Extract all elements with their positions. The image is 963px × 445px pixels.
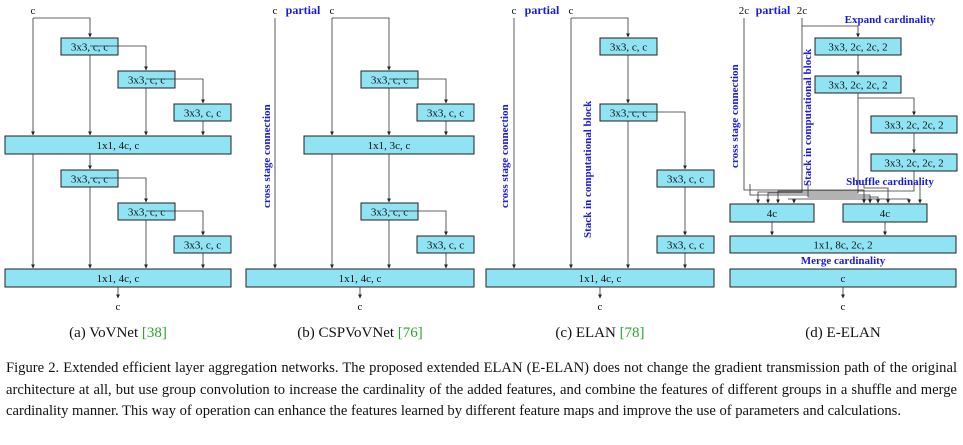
panel-a-box-4 <box>60 169 119 188</box>
panel-a-aggregate-1 <box>4 135 232 155</box>
panel-c-box-1-label: 3x3, c, c <box>610 42 647 54</box>
panel-d-partial-label: partial <box>756 3 791 17</box>
panel-d-box-1-label: 3x3, 2c, 2c, 2 <box>828 42 887 54</box>
panel-d-group-box-1-label: 4c <box>767 208 778 220</box>
panel-b-input-left-label: c <box>273 5 278 17</box>
panel-a-box-2 <box>117 70 176 89</box>
panel-d-input-right-label: 2c <box>797 5 808 17</box>
panel-b-cspvovnet: c partial c cross stage connection 3x3, … <box>245 3 475 341</box>
panel-c-input-left-label: c <box>512 5 517 17</box>
panel-c-box-4-label: 3x3, c, c <box>667 240 704 252</box>
panel-a-aggregate-1-label: 1x1, 4c, c <box>97 140 140 152</box>
panel-d-input-left-label: 2c <box>739 5 750 17</box>
panel-a-input-label: c <box>31 5 36 17</box>
panel-a-caption: (a) VoVNet [38] <box>69 325 167 341</box>
panel-b-box-3-label: 3x3, c, c <box>371 207 408 219</box>
panel-a-box-1-label: 3x3, c, c <box>71 42 108 54</box>
panel-a-box-6 <box>173 235 232 254</box>
panel-d-cross-stage-label: cross stage connection <box>729 64 741 168</box>
panel-b-box-2 <box>416 103 475 122</box>
panel-b-box-4 <box>416 235 475 254</box>
panel-c-cross-stage-label: cross stage connection <box>499 104 511 208</box>
panel-c-box-2-label: 3x3, c, c <box>610 108 647 120</box>
panel-d-merge-box-label: 1x1, 8c, 2c, 2 <box>813 240 872 252</box>
panel-c-caption: (c) ELAN [78] <box>555 325 644 341</box>
panel-c-aggregate-label: 1x1, 4c, c <box>579 273 622 285</box>
panel-a-box-5-label: 3x3, c, c <box>128 207 165 219</box>
panel-d-caption: (d) E-ELAN <box>805 325 881 341</box>
panel-a-aggregate-2-label: 1x1, 4c, c <box>97 273 140 285</box>
panel-d-expand-cardinality-label: Expand cardinality <box>845 14 936 26</box>
panel-b-box-4-label: 3x3, c, c <box>427 240 464 252</box>
panel-b-box-3 <box>360 202 419 221</box>
panel-b-box-1-label: 3x3, c, c <box>371 75 408 87</box>
panel-b-aggregate-1-label: 1x1, 3c, c <box>368 140 411 152</box>
panel-c-box-3-label: 3x3, c, c <box>667 174 704 186</box>
panel-b-input-right-label: c <box>330 5 335 17</box>
panel-b-aggregate-2-label: 1x1, 4c, c <box>339 273 382 285</box>
panel-c-partial-label: partial <box>525 3 560 17</box>
panel-c-input-right-label: c <box>569 5 574 17</box>
panel-a-output-label: c <box>116 301 121 313</box>
panel-b-box-1 <box>360 70 419 89</box>
panel-d-stack-label: Stack in computational block <box>802 48 814 186</box>
panel-d-group-box-2-label: 4c <box>880 208 891 220</box>
panel-b-box-2-label: 3x3, c, c <box>427 108 464 120</box>
panel-a-box-3 <box>173 103 232 122</box>
panel-a-box-6-label: 3x3, c, c <box>184 240 221 252</box>
panel-d-merge-box <box>729 235 957 254</box>
panel-b-output-label: c <box>358 301 363 313</box>
panel-a-vovnet: c 3x3, c, c 3x3, c, c 3x3, c, c 1x1, 4c,… <box>4 5 232 341</box>
panel-c-output-label: c <box>598 301 603 313</box>
panel-c-box-3 <box>656 169 715 188</box>
panel-a-box-4-label: 3x3, c, c <box>71 174 108 186</box>
figure-caption: Figure 2. Extended efficient layer aggre… <box>6 360 957 419</box>
panel-b-caption: (b) CSPVoVNet [76] <box>297 325 423 341</box>
panel-a-box-2-label: 3x3, c, c <box>128 75 165 87</box>
panel-d-output-label: c <box>841 301 846 313</box>
panel-b-partial-label: partial <box>286 3 321 17</box>
architecture-diagram: c 3x3, c, c 3x3, c, c 3x3, c, c 1x1, 4c,… <box>4 3 958 341</box>
panel-d-merge-cardinality-label: Merge cardinality <box>801 255 886 267</box>
panel-a-box-5 <box>117 202 176 221</box>
panel-d-output-box-label: c <box>841 273 846 285</box>
panel-d-box-3-label: 3x3, 2c, 2c, 2 <box>884 120 943 132</box>
panel-d-box-4-label: 3x3, 2c, 2c, 2 <box>884 158 943 170</box>
panel-c-elan: c partial c cross stage connection Stack… <box>485 3 715 341</box>
panel-c-box-1 <box>599 37 658 56</box>
panel-a-box-3-label: 3x3, c, c <box>184 108 221 120</box>
panel-d-shuffle-cardinality-label: Shuffle cardinality <box>846 176 934 188</box>
panel-c-box-4 <box>656 235 715 254</box>
panel-d-e-elan: 2c partial 2c Expand cardinality cross s… <box>729 3 958 341</box>
panel-a-box-1 <box>60 37 119 56</box>
panel-d-box-2-label: 3x3, 2c, 2c, 2 <box>828 80 887 92</box>
panel-c-box-2 <box>599 103 658 122</box>
panel-b-cross-stage-label: cross stage connection <box>261 104 273 208</box>
panel-c-stack-label: Stack in computational block <box>582 100 594 238</box>
